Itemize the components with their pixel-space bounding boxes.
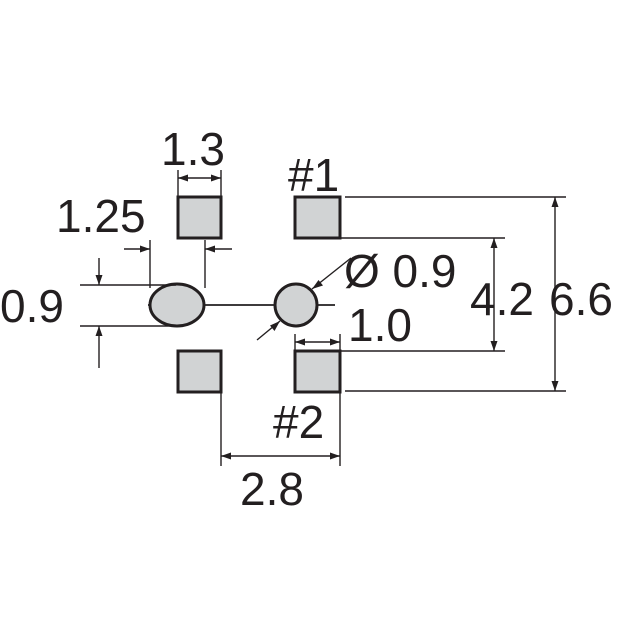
outer-span-dimension <box>345 196 566 392</box>
pad-top-right-pin1 <box>293 195 342 240</box>
inner-span-label: 4.2 <box>470 273 534 325</box>
pitch-label: 2.8 <box>240 463 304 515</box>
round-hole-diameter-label: Ø 0.9 <box>344 245 457 297</box>
round-hole-diameter-leader <box>256 257 352 341</box>
pad-bottom-right-pin2 <box>293 349 342 394</box>
inner-span-dimension <box>322 237 505 352</box>
oval-hole <box>148 282 206 328</box>
pad-gap-label: 1.25 <box>56 190 146 242</box>
round-hole <box>273 282 319 328</box>
pin2-label: #2 <box>273 396 324 448</box>
pad-length-label: 1.0 <box>348 299 412 351</box>
oval-hole-height-dimension <box>80 258 176 368</box>
pad-length-dimension <box>294 334 341 351</box>
pitch-dimension <box>220 392 341 466</box>
pad-width-dimension <box>177 170 222 196</box>
pin1-label: #1 <box>288 149 339 201</box>
pad-bottom-left <box>176 349 223 394</box>
pad-gap-dimension <box>124 240 232 288</box>
oval-hole-height-label: 0.9 <box>0 280 64 332</box>
outer-span-label: 6.6 <box>549 273 613 325</box>
pad-top-left <box>176 195 223 240</box>
pad-width-label: 1.3 <box>161 123 225 175</box>
